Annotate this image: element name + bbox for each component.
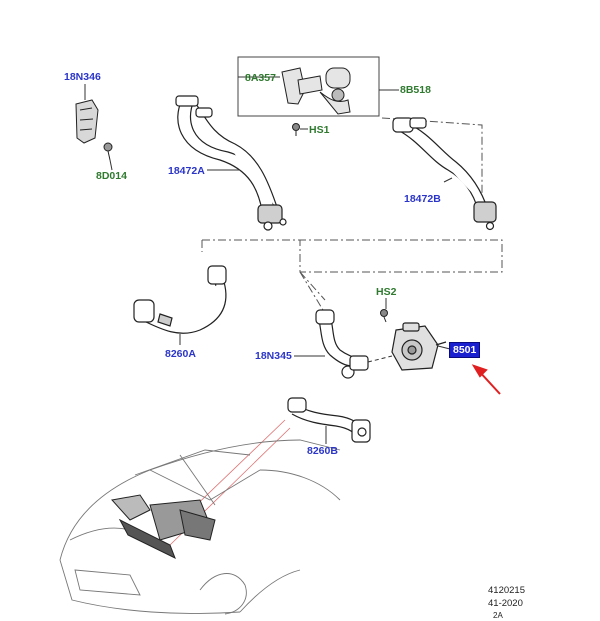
dashed-leader-lines [201, 117, 503, 311]
valve-8a357 [281, 67, 351, 115]
pump-8501 [391, 322, 447, 371]
label-hs2: HS2 [376, 286, 397, 298]
label-8d014: 8D014 [96, 170, 127, 182]
hose-18472b [392, 117, 497, 231]
engine-bay [111, 494, 216, 560]
label-18472b: 18472B [404, 193, 441, 205]
label-18n346: 18N346 [64, 71, 101, 83]
footer-ref-2: 41-2020 [488, 598, 523, 609]
screw-hs2 [380, 309, 388, 323]
label-8501[interactable]: 8501 [449, 342, 481, 358]
bracket-18n346 [75, 99, 99, 144]
label-hs1: HS1 [309, 124, 330, 136]
hose-18n345 [315, 309, 369, 379]
label-8a357: 8A357 [245, 72, 276, 84]
vehicle-outline [59, 439, 341, 615]
hose-8260b [287, 397, 371, 443]
label-8b518: 8B518 [400, 84, 431, 96]
label-8260b: 8260B [307, 445, 338, 457]
hose-8260a [133, 265, 227, 334]
footer-ref-1: 4120215 [488, 585, 525, 596]
assembly-box [237, 56, 380, 117]
label-8260a: 8260A [165, 348, 196, 360]
hose-18472a [175, 95, 287, 231]
label-18472a: 18472A [168, 165, 205, 177]
label-18n345: 18N345 [255, 350, 292, 362]
screw-8d014 [103, 142, 113, 161]
footer-ref-3: 2A [493, 611, 503, 620]
red-arrow [471, 364, 501, 395]
screw-hs1 [292, 123, 300, 136]
